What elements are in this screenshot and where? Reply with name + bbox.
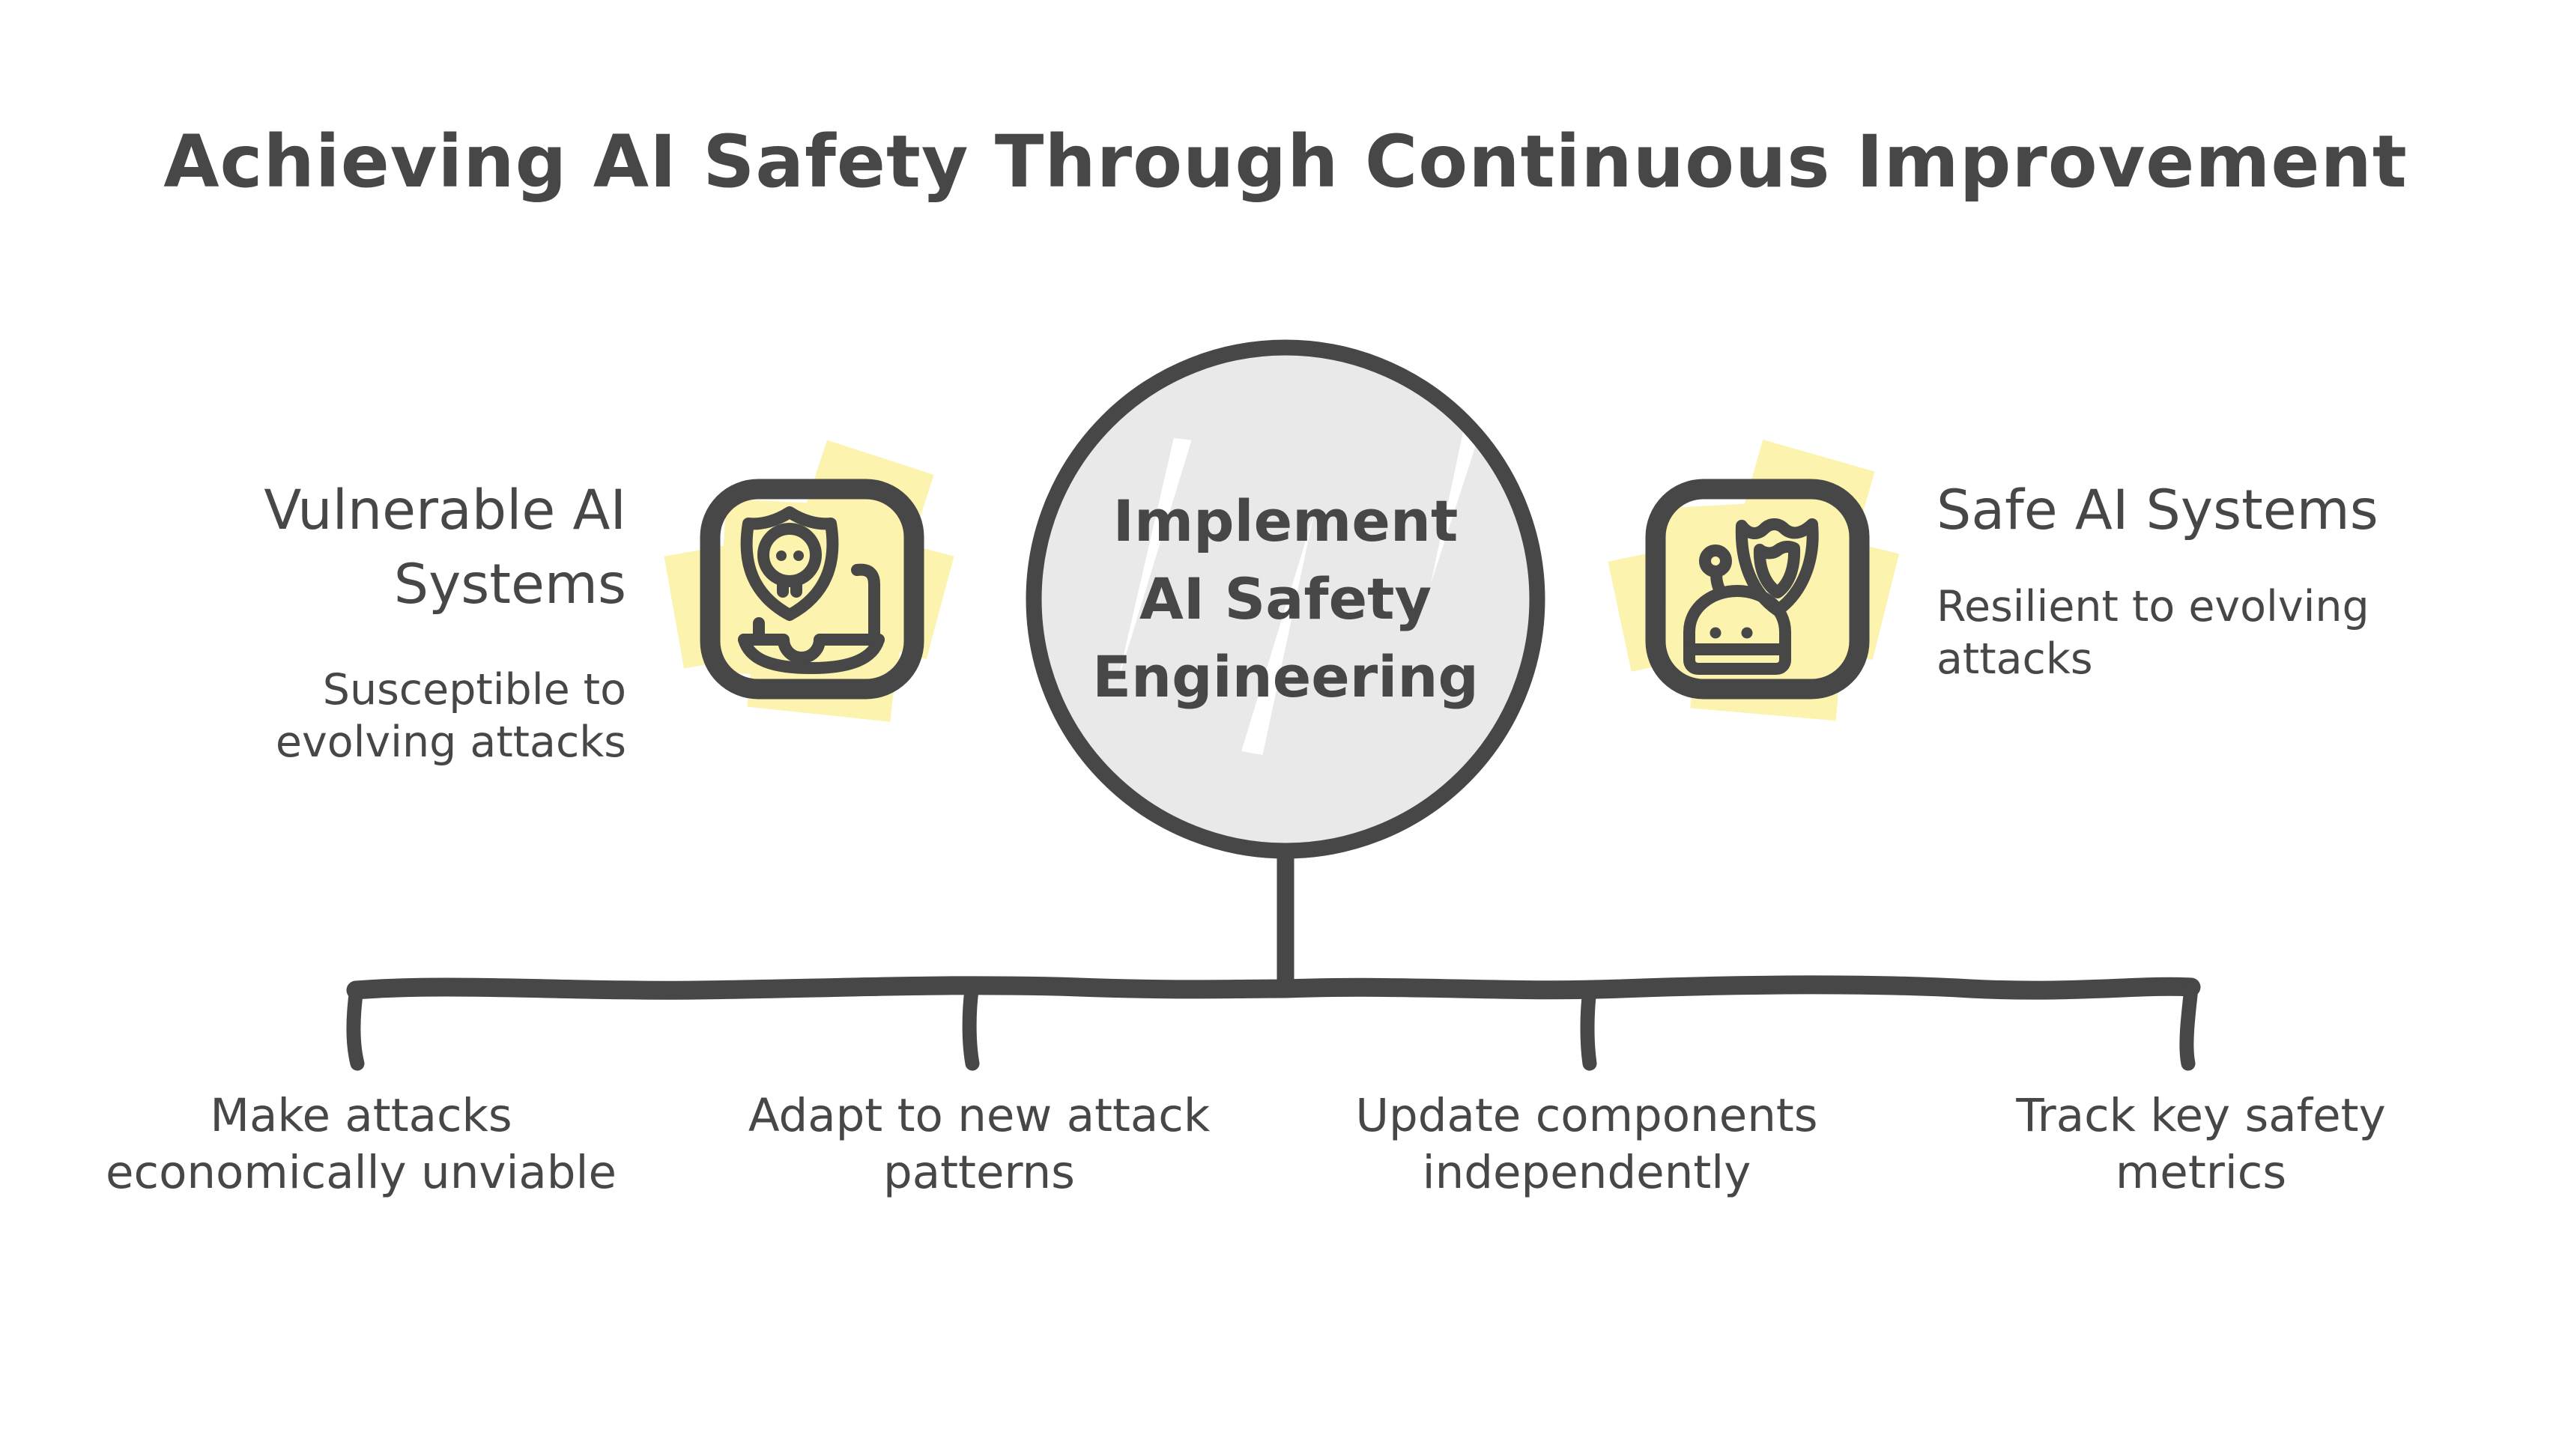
branch-label-track-metrics: Track key safety metrics: [2016, 1088, 2385, 1201]
vulnerable-ai-subtitle: Susceptible to evolving attacks: [57, 664, 626, 768]
hub-label-line-3: Engineering: [1092, 643, 1479, 710]
branch-label-adapt-patterns: Adapt to new attack patterns: [748, 1088, 1210, 1201]
safe-ai-text-block: Safe AI Systems Resilient to evolving at…: [1936, 473, 2506, 685]
vulnerable-ai-subtitle-line-1: Susceptible to: [322, 665, 626, 715]
branch-2-line-2: patterns: [883, 1146, 1075, 1199]
branch-1-line-1: Make attacks: [210, 1089, 512, 1142]
safe-ai-heading-line-1: Safe AI Systems: [1936, 479, 2378, 542]
safe-ai-subtitle-line-2: attacks: [1936, 634, 2093, 684]
safe-ai-subtitle-line-1: Resilient to evolving: [1936, 582, 2369, 631]
branch-1-line-2: economically unviable: [106, 1146, 617, 1199]
safe-ai-icon-tile: [1608, 439, 1900, 721]
skull-shield-laptop-icon: [664, 440, 954, 722]
safe-ai-subtitle: Resilient to evolving attacks: [1936, 580, 2506, 685]
branch-2-line-1: Adapt to new attack: [748, 1089, 1211, 1142]
hub-circle: Implement AI Safety Engineering: [1026, 339, 1545, 859]
hub-circle-graphic: [1026, 339, 1545, 859]
hub-label: Implement AI Safety Engineering: [1092, 482, 1479, 716]
page-title: Achieving AI Safety Through Continuous I…: [163, 120, 2408, 204]
safe-ai-heading: Safe AI Systems: [1936, 473, 2506, 547]
branch-label-make-attacks: Make attacks economically unviable: [106, 1088, 617, 1201]
vulnerable-ai-icon-tile: [664, 440, 954, 722]
vulnerable-ai-heading-line-1: Vulnerable AI: [264, 479, 626, 542]
vulnerable-ai-heading-line-2: Systems: [393, 553, 626, 616]
vulnerable-ai-subtitle-line-2: evolving attacks: [275, 718, 626, 767]
vulnerable-ai-text-block: Vulnerable AI Systems Susceptible to evo…: [57, 473, 626, 768]
branch-3-line-2: independently: [1422, 1146, 1751, 1199]
robot-shield-icon: [1608, 439, 1900, 721]
vulnerable-ai-heading: Vulnerable AI Systems: [57, 473, 626, 622]
branch-3-line-1: Update components: [1355, 1089, 1818, 1142]
branch-4-line-1: Track key safety: [2016, 1089, 2386, 1142]
hub-label-line-2: AI Safety: [1139, 565, 1432, 632]
branch-4-line-2: metrics: [2115, 1146, 2287, 1199]
branch-label-update-components: Update components independently: [1355, 1088, 1817, 1201]
hub-label-line-1: Implement: [1112, 488, 1459, 554]
